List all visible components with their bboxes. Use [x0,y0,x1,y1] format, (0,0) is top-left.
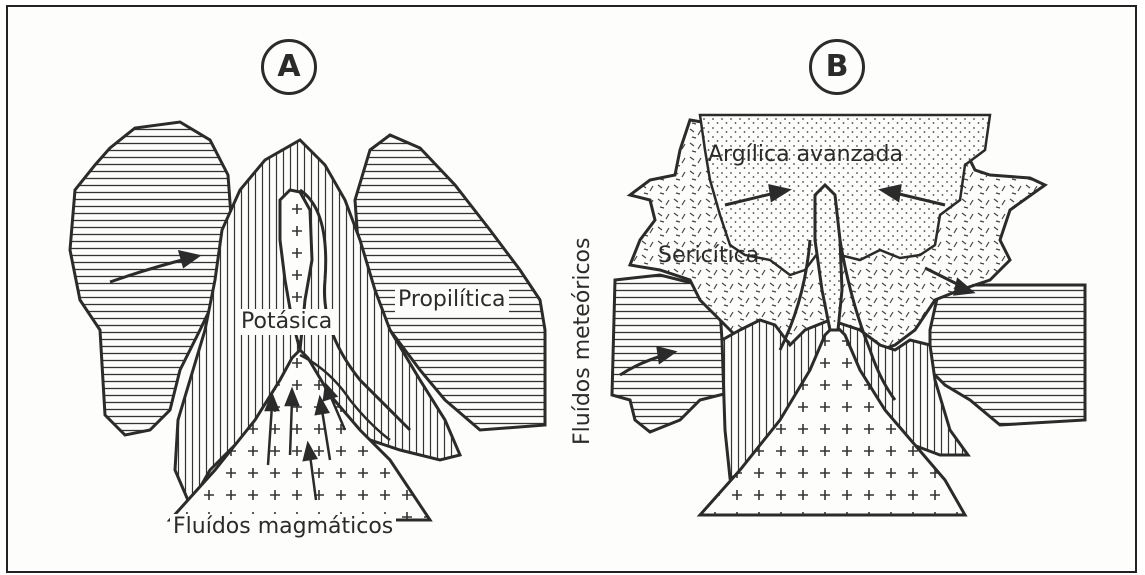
panel-b [612,115,1085,515]
label-propilitica: Propilítica [395,287,509,313]
propylitic-zone-b-right [930,285,1085,425]
label-potasica: Potásica [238,309,335,335]
label-sericitica: Sericítica [655,243,762,269]
label-fluidos-meteoricos: Fluídos meteóricos [570,238,595,445]
panel-a-label: A [261,39,317,95]
label-argilica-avanzada: Argílica avanzada [705,142,906,168]
panel-b-label: B [809,39,865,95]
label-fluidos-magmaticos: Fluídos magmáticos [170,514,396,540]
